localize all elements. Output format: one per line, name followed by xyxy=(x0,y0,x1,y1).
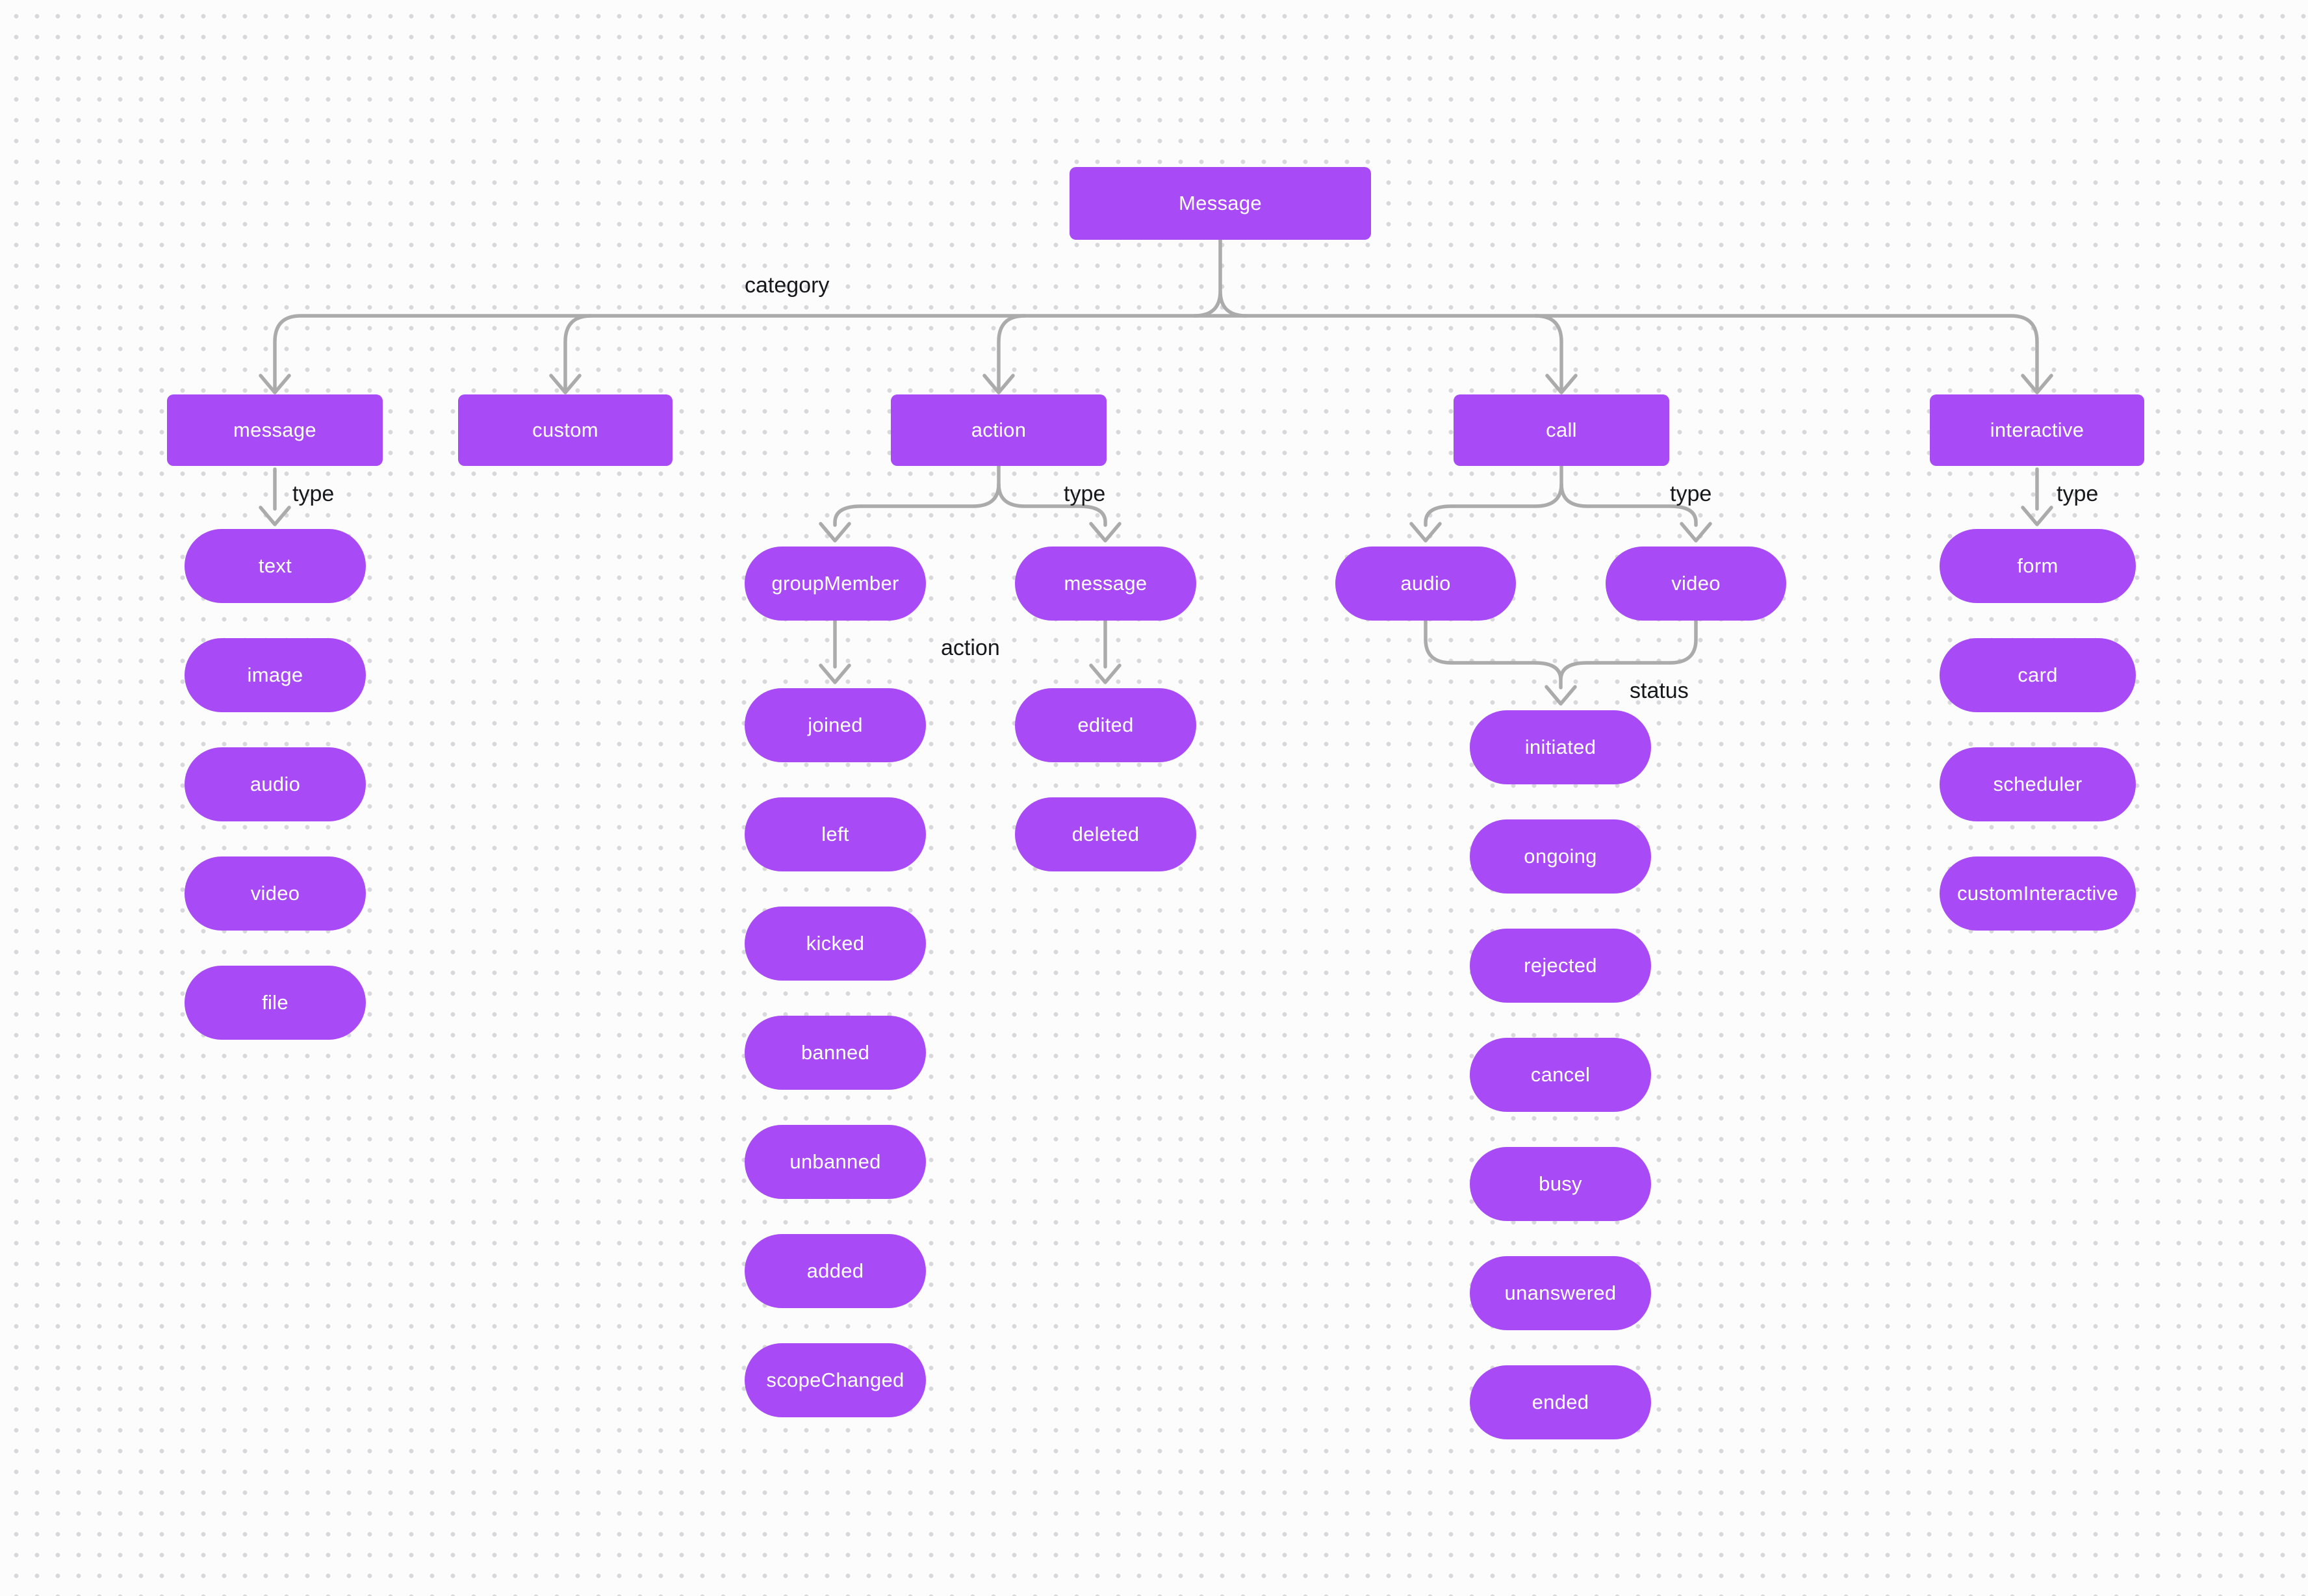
node-call-status-ended[interactable]: ended xyxy=(1470,1365,1651,1439)
node-category-call[interactable]: call xyxy=(1454,394,1669,466)
node-action-message-deleted[interactable]: deleted xyxy=(1015,797,1196,871)
edge-category-rail xyxy=(273,314,2039,392)
arrowhead-message xyxy=(259,374,291,394)
edge-actionmessage-action xyxy=(1089,619,1122,684)
edge-label-call-status: status xyxy=(1630,678,1689,703)
edge-label-action-type: type xyxy=(1064,482,1106,506)
node-action-groupmember-banned[interactable]: banned xyxy=(745,1016,926,1090)
node-call-status-initiated[interactable]: initiated xyxy=(1470,710,1651,784)
edge-drop-custom xyxy=(563,314,593,392)
edge-label-call-type: type xyxy=(1670,482,1712,506)
node-action-groupmember-scopechanged[interactable]: scopeChanged xyxy=(745,1343,926,1417)
node-call-type-video[interactable]: video xyxy=(1606,547,1786,621)
edge-label-message-type: type xyxy=(292,482,335,506)
node-action-groupmember-kicked[interactable]: kicked xyxy=(745,907,926,981)
edge-call-split-left xyxy=(1409,464,1563,543)
node-interactive-type-form[interactable]: form xyxy=(1940,529,2136,603)
node-category-action[interactable]: action xyxy=(891,394,1107,466)
node-message-type-audio[interactable]: audio xyxy=(185,747,366,821)
node-root-message[interactable]: Message xyxy=(1070,167,1371,240)
arrowhead-call xyxy=(1545,374,1578,394)
node-action-groupmember-unbanned[interactable]: unbanned xyxy=(745,1125,926,1199)
node-category-custom[interactable]: custom xyxy=(458,394,673,466)
edge-message-type xyxy=(259,467,291,526)
node-call-status-rejected[interactable]: rejected xyxy=(1470,929,1651,1003)
node-message-type-video[interactable]: video xyxy=(185,856,366,931)
arrowhead-interactive xyxy=(2021,374,2053,394)
node-category-message[interactable]: message xyxy=(167,394,383,466)
node-call-type-audio[interactable]: audio xyxy=(1335,547,1516,621)
node-action-type-message[interactable]: message xyxy=(1015,547,1196,621)
node-message-type-file[interactable]: file xyxy=(185,966,366,1040)
edge-label-interactive-type: type xyxy=(2057,482,2099,506)
node-action-type-groupmember[interactable]: groupMember xyxy=(745,547,926,621)
edge-label-category: category xyxy=(745,273,830,298)
node-call-status-unanswered[interactable]: unanswered xyxy=(1470,1256,1651,1330)
edge-drop-action xyxy=(997,314,1027,392)
arrowhead-action xyxy=(982,374,1015,394)
edge-interactive-type xyxy=(2021,467,2053,526)
edge-drop-call xyxy=(1533,314,1563,392)
edge-root-trunk xyxy=(1192,238,1248,318)
edge-groupmember-action xyxy=(819,619,851,684)
edge-action-split-left xyxy=(819,464,1001,543)
node-interactive-type-scheduler[interactable]: scheduler xyxy=(1940,747,2136,821)
arrowhead-custom xyxy=(549,374,582,394)
edge-label-action-action: action xyxy=(941,636,1000,660)
node-category-interactive[interactable]: interactive xyxy=(1930,394,2144,466)
node-message-type-image[interactable]: image xyxy=(185,638,366,712)
node-action-groupmember-added[interactable]: added xyxy=(745,1234,926,1308)
node-action-groupmember-left[interactable]: left xyxy=(745,797,926,871)
node-message-type-text[interactable]: text xyxy=(185,529,366,603)
node-interactive-type-card[interactable]: card xyxy=(1940,638,2136,712)
node-action-groupmember-joined[interactable]: joined xyxy=(745,688,926,762)
node-action-message-edited[interactable]: edited xyxy=(1015,688,1196,762)
node-call-status-busy[interactable]: busy xyxy=(1470,1147,1651,1221)
node-call-status-cancel[interactable]: cancel xyxy=(1470,1038,1651,1112)
node-call-status-ongoing[interactable]: ongoing xyxy=(1470,819,1651,894)
node-interactive-type-custominteractive[interactable]: customInteractive xyxy=(1940,856,2136,931)
